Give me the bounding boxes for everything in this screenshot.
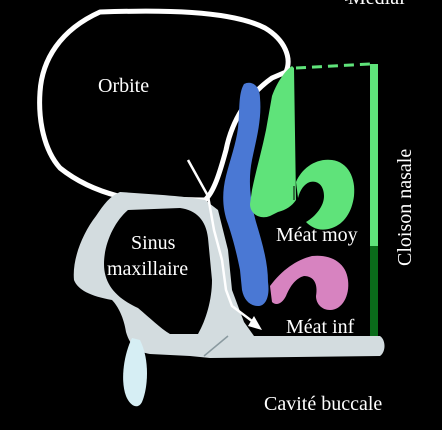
- label-cloison-nasale: Cloison nasale: [394, 149, 416, 266]
- cribriform-dashed-line: [295, 62, 371, 70]
- label-meat-moy: Méat moy: [276, 224, 358, 246]
- label-meat-inf: Méat inf: [286, 316, 355, 338]
- orbit-outline: [37, 8, 291, 203]
- palate-suture: [203, 335, 229, 357]
- middle-turbinate-block: [250, 66, 296, 218]
- nasal-septum-lower: [370, 246, 378, 336]
- maxillary-bone: [73, 192, 385, 358]
- medial-direction-label: Medial: [348, 0, 405, 9]
- tooth-icon: [123, 338, 147, 407]
- nasal-septum-upper: [370, 64, 378, 246]
- label-sinus: Sinus: [131, 232, 176, 254]
- ethmoid-lateral-wall: [223, 82, 269, 307]
- label-maxillaire: maxillaire: [107, 258, 188, 280]
- airflow-arrow: [186, 159, 257, 325]
- label-cavite-buccale: Cavité buccale: [264, 393, 382, 415]
- middle-turbinate-curl: [296, 159, 355, 230]
- label-orbite: Orbite: [98, 75, 149, 97]
- inferior-turbinate: [270, 255, 349, 310]
- airflow-arrowhead-icon: [248, 316, 262, 330]
